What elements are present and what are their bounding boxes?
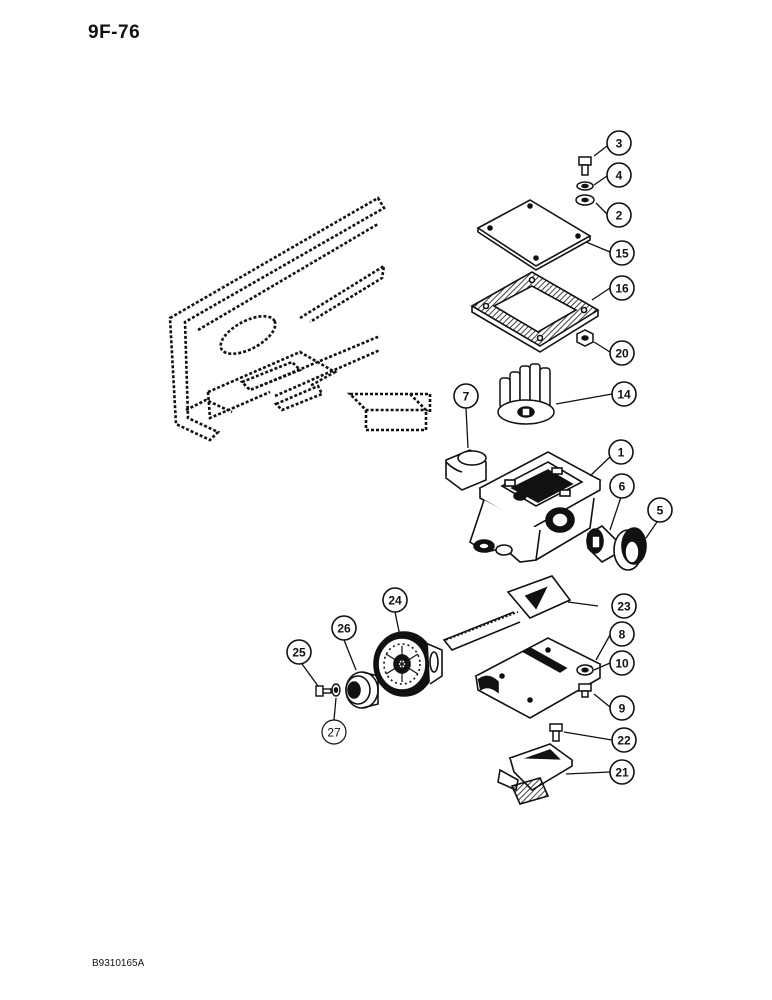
callout-26: 26: [331, 615, 357, 641]
callout-4: 4: [606, 162, 632, 188]
callout-20: 20: [609, 340, 635, 366]
leader-lines: [301, 145, 658, 775]
gear-part: [373, 631, 443, 697]
svg-text:8: 8: [619, 628, 626, 642]
callout-3: 3: [606, 130, 632, 156]
callout-21: 21: [609, 759, 635, 785]
svg-text:1: 1: [618, 446, 625, 460]
nut-part: [576, 329, 594, 347]
svg-text:6: 6: [619, 480, 626, 494]
screw-part: [315, 685, 332, 697]
phantom-frame: [168, 196, 432, 442]
bottom-cover-part: [474, 637, 602, 719]
pump-housing-part: [469, 451, 602, 563]
callout-25: 25: [286, 639, 312, 665]
svg-text:5: 5: [657, 504, 664, 518]
cover-plate-part: [476, 199, 592, 271]
svg-text:10: 10: [615, 657, 629, 671]
callout-23: 23: [611, 593, 637, 619]
svg-text:20: 20: [615, 347, 629, 361]
svg-text:7: 7: [463, 390, 470, 404]
bolt-part: [578, 156, 592, 176]
page-reference: 9F-76: [88, 22, 141, 43]
impeller-part: [497, 363, 555, 425]
callout-10: 10: [609, 650, 635, 676]
callout-2: 2: [606, 202, 632, 228]
lock-washer-part: [576, 181, 594, 191]
hub-part: [345, 671, 379, 709]
document-code: B9310165A: [92, 958, 145, 969]
svg-text:24: 24: [388, 594, 402, 608]
callout-22: 22: [611, 727, 637, 753]
callout-27: 27: [321, 719, 347, 745]
bolt-part-22: [549, 723, 563, 742]
svg-text:16: 16: [615, 282, 629, 296]
callout-6: 6: [609, 473, 635, 499]
svg-text:9: 9: [619, 702, 626, 716]
bearing-part: [613, 527, 647, 571]
callout-14: 14: [611, 381, 637, 407]
svg-text:21: 21: [615, 766, 629, 780]
svg-text:2: 2: [616, 209, 623, 223]
callout-16: 16: [609, 275, 635, 301]
callout-1: 1: [608, 439, 634, 465]
svg-text:23: 23: [617, 600, 631, 614]
callout-24: 24: [382, 587, 408, 613]
shaft-part: [442, 575, 572, 651]
bolt-part-9: [578, 683, 592, 698]
seal-part: [586, 525, 617, 563]
callout-8: 8: [609, 621, 635, 647]
callout-7: 7: [453, 383, 479, 409]
gasket-part: [470, 271, 600, 353]
svg-text:26: 26: [337, 622, 351, 636]
washer-part: [576, 664, 594, 676]
washer-part-27: [331, 683, 341, 697]
callout-5: 5: [647, 497, 673, 523]
flat-washer-part: [575, 194, 595, 206]
bracket-part: [497, 743, 574, 805]
svg-text:14: 14: [617, 388, 631, 402]
svg-text:4: 4: [616, 169, 623, 183]
svg-text:25: 25: [292, 646, 306, 660]
svg-text:27: 27: [327, 726, 341, 740]
bushing-part: [445, 449, 487, 491]
svg-text:3: 3: [616, 137, 623, 151]
svg-text:22: 22: [617, 734, 631, 748]
callout-15: 15: [609, 240, 635, 266]
callout-9: 9: [609, 695, 635, 721]
svg-text:15: 15: [615, 247, 629, 261]
